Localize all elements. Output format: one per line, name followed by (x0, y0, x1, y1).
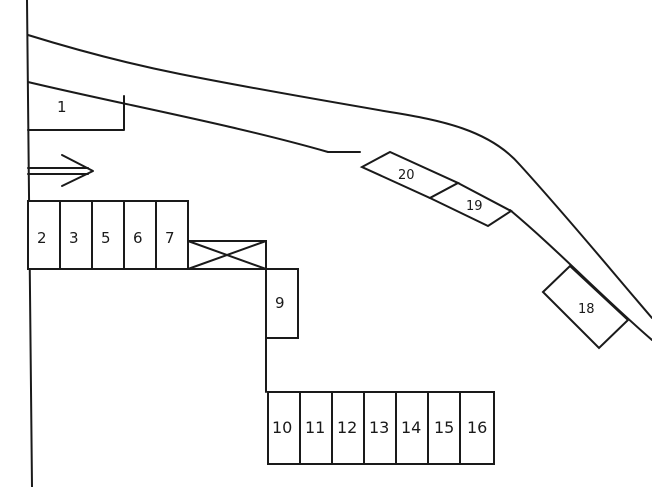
arrow-right-icon (27, 154, 94, 187)
space-label: 20 (398, 168, 415, 183)
space-label: 9 (275, 294, 285, 312)
space-label: 6 (133, 229, 143, 247)
parking-space-14[interactable] (395, 391, 429, 465)
parking-space-19[interactable]: 19 (427, 181, 513, 228)
space-label: 16 (467, 418, 487, 437)
parking-space-13[interactable] (363, 391, 397, 465)
parking-space-9[interactable]: 9 (265, 268, 299, 339)
parking-space-16[interactable] (459, 391, 495, 465)
road-lower-edge (27, 81, 652, 341)
cross-box-icon (187, 240, 267, 270)
space-label: 13 (369, 418, 389, 437)
space-label: 5 (101, 229, 111, 247)
space-label: 14 (401, 418, 421, 437)
road-upper-edge (27, 34, 652, 319)
space-label: 2 (37, 229, 47, 247)
parking-space-7[interactable] (155, 200, 189, 270)
parking-row-bottom: 10 11 12 13 14 15 16 (267, 391, 495, 465)
parking-row-upper-left: 2 3 5 6 7 (27, 200, 189, 270)
space-label: 10 (272, 418, 292, 437)
space-label: 7 (165, 229, 175, 247)
parking-space-3[interactable] (59, 200, 93, 270)
parking-space-20[interactable]: 20 (359, 150, 461, 200)
space-label: 18 (578, 302, 595, 317)
building-outline (27, 268, 267, 393)
parking-space-5[interactable] (91, 200, 125, 270)
space-label: 3 (69, 229, 79, 247)
parking-space-1[interactable]: 1 (27, 95, 125, 131)
parking-space-12[interactable] (331, 391, 365, 465)
parking-space-18[interactable]: 18 (541, 264, 630, 350)
parking-space-11[interactable] (299, 391, 333, 465)
space-label: 15 (434, 418, 454, 437)
space-label: 19 (466, 199, 483, 214)
space-label: 11 (305, 418, 325, 437)
space-label: 1 (57, 98, 67, 116)
space-label: 12 (337, 418, 357, 437)
